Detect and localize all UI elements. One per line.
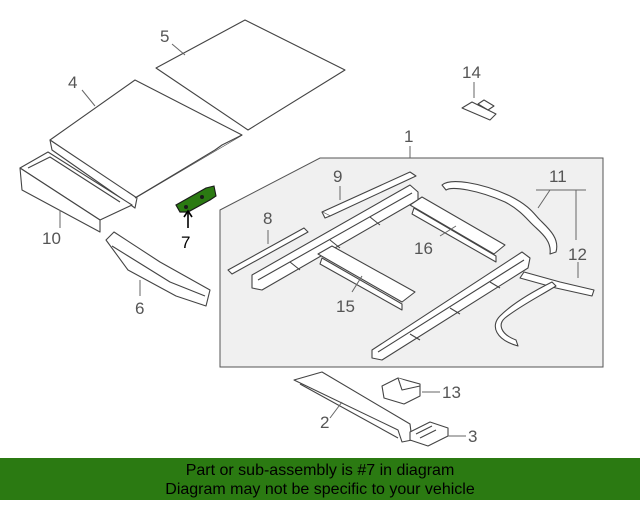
part-15-rear-cross-member [317, 245, 416, 311]
callout-6: 6 [135, 299, 144, 318]
callout-8: 8 [263, 209, 272, 228]
part-14-small-bracket [461, 82, 497, 121]
part-13-motor [381, 377, 440, 405]
part-6-rear-header [105, 231, 211, 307]
callout-15: 15 [336, 297, 355, 316]
callout-3: 3 [468, 427, 477, 446]
callout-4: 4 [68, 73, 77, 92]
part-3-clip [409, 421, 466, 447]
part-7-highlighted-bracket [175, 185, 217, 228]
callout-2: 2 [320, 413, 329, 432]
parts-diagram: 1 2 3 4 5 6 7 8 9 10 11 12 13 14 15 16 [19, 19, 604, 447]
banner-line-2: Diagram may not be specific to your vehi… [165, 481, 475, 498]
callout-11: 11 [549, 167, 567, 186]
callout-16: 16 [414, 239, 433, 258]
part-9-front-trim [321, 171, 417, 219]
callout-9: 9 [333, 167, 342, 186]
info-banner: Part or sub-assembly is #7 in diagram Di… [0, 458, 640, 500]
part-10-front-header [19, 151, 133, 233]
part-11-drain-hose [441, 181, 586, 255]
part-8-side-seal [227, 227, 309, 275]
part-2-rear-bow [293, 371, 413, 443]
callout-14: 14 [462, 63, 481, 82]
callout-5: 5 [160, 27, 169, 46]
callout-7: 7 [181, 233, 190, 252]
banner-line-1: Part or sub-assembly is #7 in diagram [185, 462, 455, 479]
part-12-hose [494, 262, 595, 347]
part-4-roof-panel [49, 79, 243, 209]
sunroof-right-rail [371, 251, 531, 361]
callout-10: 10 [42, 229, 61, 248]
callout-1: 1 [404, 127, 413, 146]
callout-13: 13 [442, 383, 461, 402]
callout-12: 12 [568, 245, 587, 264]
part-5-roof-outer-panel [155, 19, 346, 131]
part-16-front-cross-member [409, 196, 506, 263]
